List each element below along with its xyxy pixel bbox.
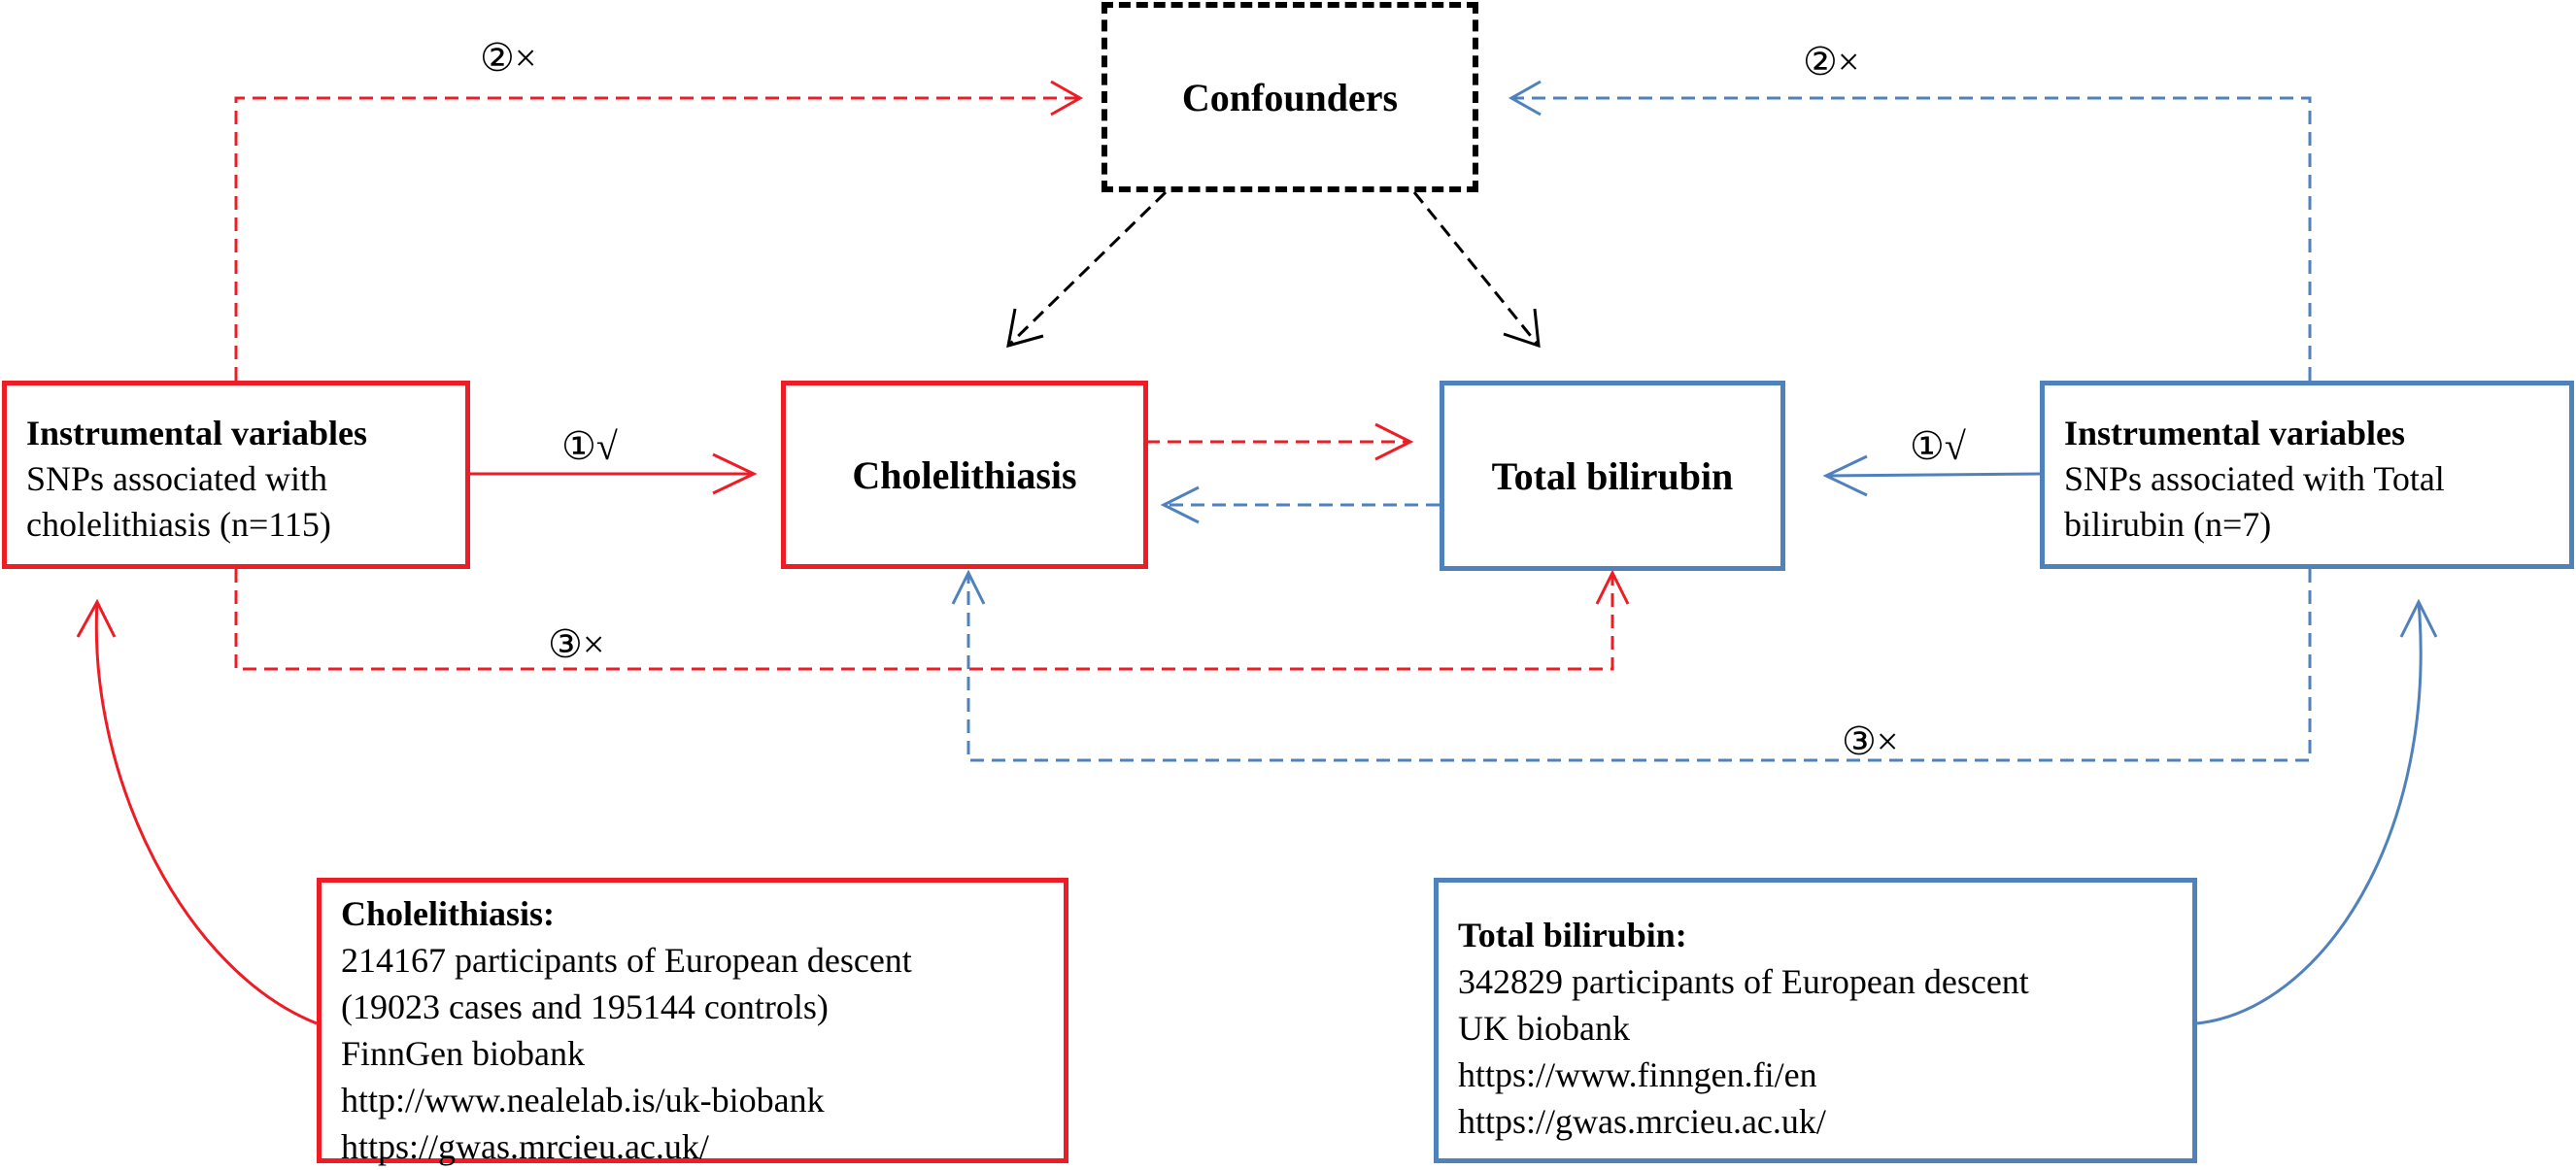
assumption-3-cross: × <box>1876 719 1899 763</box>
arrowhead-confounders-to-cholelithiasis <box>1006 308 1044 349</box>
arrow-iv-right-to-bilirubin <box>1825 472 2041 478</box>
arrowhead-confounders-to-bilirubin <box>1503 308 1541 349</box>
source-right-line: 342829 participants of European descent <box>1458 962 2029 1001</box>
source-left-line: 214167 participants of European descent <box>341 941 912 980</box>
source-right-line: UK biobank <box>1458 1009 1630 1048</box>
assumption-1-symbol: ① <box>561 424 596 468</box>
arrowhead-source-left-to-iv-left <box>76 598 117 638</box>
arrowhead-cholelithiasis-to-bilirubin <box>1374 422 1414 461</box>
cholelithiasis-label: Cholelithiasis <box>852 452 1077 497</box>
arrow-iv-right-to-confounders <box>1511 96 2312 381</box>
total-bilirubin-box: Total bilirubin <box>1440 381 1785 571</box>
source-right-line: https://www.finngen.fi/en <box>1458 1055 1817 1094</box>
source-left-box: Cholelithiasis: 214167 participants of E… <box>317 878 1068 1166</box>
assumption-1-symbol: ① <box>1910 424 1945 468</box>
confounders-box: Confounders <box>1102 2 1478 192</box>
source-right-line: https://gwas.mrcieu.ac.uk/ <box>1458 1102 1826 1141</box>
assumption-2-symbol: ② <box>480 36 515 80</box>
arrowhead-iv-left-to-confounders <box>1050 80 1084 117</box>
arrowhead-iv-right-to-bilirubin <box>1822 454 1868 497</box>
arrow-confounders-to-cholelithiasis <box>1006 190 1168 348</box>
source-left-line: FinnGen biobank <box>341 1034 585 1073</box>
iv-left-title: Instrumental variables <box>26 414 367 452</box>
assumption-1-check: √ <box>595 424 618 468</box>
iv-right-title: Instrumental variables <box>2064 414 2405 452</box>
assumption-2-symbol: ② <box>1803 40 1838 84</box>
assumption-1-right-marker: ①√ <box>1910 427 1966 466</box>
assumption-3-cross: × <box>582 622 605 666</box>
assumption-2-cross: × <box>1837 40 1860 84</box>
source-left-line: (19023 cases and 195144 controls) <box>341 987 829 1026</box>
arrowhead-iv-right-to-cholelithiasis <box>951 569 986 605</box>
assumption-3-symbol: ③ <box>548 622 583 666</box>
curve-source-right-to-iv-right <box>2196 601 2423 1025</box>
arrowhead-source-right-to-iv-right <box>2399 598 2438 638</box>
iv-left-box: Instrumental variables SNPs associated w… <box>2 381 470 569</box>
source-right-title: Total bilirubin: <box>1458 916 1687 954</box>
source-left-line: https://gwas.mrcieu.ac.uk/ <box>341 1127 709 1166</box>
assumption-1-check: √ <box>1944 424 1966 468</box>
assumption-3-symbol: ③ <box>1842 719 1877 763</box>
arrowhead-iv-right-to-confounders <box>1508 80 1542 117</box>
total-bilirubin-label: Total bilirubin <box>1491 453 1734 498</box>
curve-source-left-to-iv-left <box>94 601 318 1025</box>
assumption-2-cross: × <box>514 36 537 80</box>
source-left-title: Cholelithiasis: <box>341 894 556 933</box>
arrow-iv-right-to-cholelithiasis <box>966 569 2312 762</box>
iv-right-box: Instrumental variables SNPs associated w… <box>2040 381 2574 569</box>
arrowhead-bilirubin-to-cholelithiasis <box>1160 485 1200 524</box>
source-right-box: Total bilirubin: 342829 participants of … <box>1434 878 2197 1163</box>
cholelithiasis-box: Cholelithiasis <box>781 381 1148 569</box>
arrow-confounders-to-bilirubin <box>1412 191 1541 347</box>
arrowhead-iv-left-to-cholelithiasis <box>712 452 758 495</box>
assumption-3-left-marker: ③× <box>548 625 604 664</box>
assumption-3-right-marker: ③× <box>1842 722 1898 761</box>
iv-right-line: bilirubin (n=7) <box>2064 505 2272 544</box>
source-left-line: http://www.nealelab.is/uk-biobank <box>341 1081 825 1120</box>
iv-right-line: SNPs associated with Total <box>2064 459 2445 498</box>
confounders-label: Confounders <box>1181 75 1399 119</box>
arrowhead-iv-left-to-bilirubin <box>1595 569 1630 605</box>
iv-left-line: SNPs associated with <box>26 459 327 498</box>
assumption-2-right-marker: ②× <box>1803 43 1859 82</box>
assumption-2-left-marker: ②× <box>480 39 536 78</box>
arrow-iv-left-to-bilirubin <box>234 569 1614 671</box>
assumption-1-left-marker: ①√ <box>561 427 618 466</box>
iv-left-line: cholelithiasis (n=115) <box>26 505 331 544</box>
arrow-iv-left-to-confounders <box>234 96 1080 381</box>
